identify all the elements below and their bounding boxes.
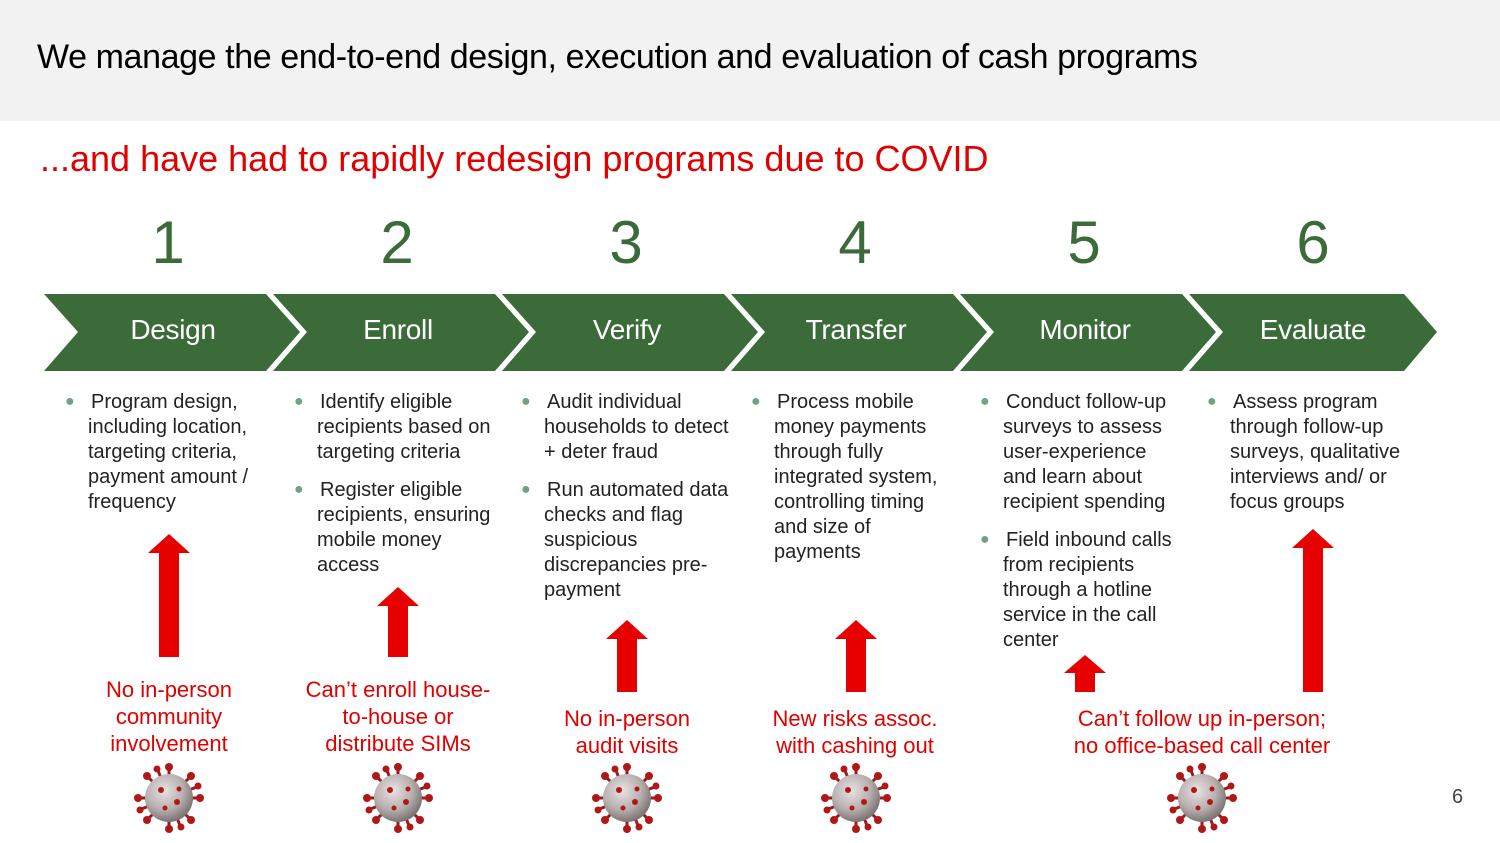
impact-transfer: New risks assoc. with cashing out: [772, 706, 938, 758]
impact-verify: No in-person audit visits: [564, 706, 690, 758]
bullet-dot-icon: ●: [521, 393, 531, 410]
virus-icon: [362, 762, 434, 834]
page-number: 6: [1452, 786, 1464, 808]
bullets-verify: ●Audit individual households to detect +…: [517, 390, 732, 616]
chevron-label-transfer: Transfer: [805, 314, 907, 345]
step-number-3: 3: [609, 209, 643, 276]
chevron-enroll: [273, 294, 529, 371]
arrow-up-icon: [377, 587, 419, 657]
chevron-label-enroll: Enroll: [363, 314, 433, 345]
impact-monitor-evaluate: Can’t follow up in-person; no office-bas…: [1073, 706, 1331, 758]
chevron-verify: [502, 294, 758, 371]
virus-icon: [820, 762, 892, 834]
chevron-design: [44, 294, 300, 371]
list-item: ●Identify eligible recipients based on t…: [294, 391, 491, 463]
virus-icon: [591, 762, 663, 834]
list-item: ●Process mobile money payments through f…: [751, 391, 938, 563]
arrow-up-icon: [1064, 655, 1106, 692]
chevron-transfer: [731, 294, 987, 371]
impact-design: No in-person community involvement: [106, 677, 232, 756]
arrow-up-icon: [1292, 529, 1334, 692]
bullets-transfer: ●Process mobile money payments through f…: [747, 390, 952, 578]
virus-icon: [133, 762, 205, 834]
step-number-2: 2: [380, 209, 414, 276]
chevron-label-design: Design: [130, 314, 216, 345]
step-number-5: 5: [1067, 209, 1101, 276]
step-number-6: 6: [1296, 209, 1330, 276]
chevron-evaluate: [1189, 294, 1437, 371]
chevron-label-verify: Verify: [592, 314, 662, 345]
slide-title: We manage the end-to-end design, executi…: [37, 38, 1198, 76]
chevron-monitor: [960, 294, 1216, 371]
chevron-label-monitor: Monitor: [1039, 314, 1131, 345]
list-item: ●Assess program through follow-up survey…: [1207, 391, 1401, 513]
list-item: ●Program design, including location, tar…: [65, 391, 249, 513]
bullets-design: ●Program design, including location, tar…: [61, 390, 271, 528]
step-number-4: 4: [838, 209, 872, 276]
bullets-enroll: ●Identify eligible recipients based on t…: [290, 390, 505, 591]
bullet-dot-icon: ●: [521, 481, 531, 498]
bullet-dot-icon: ●: [751, 393, 761, 410]
bullet-dot-icon: ●: [980, 531, 990, 548]
arrow-up-icon: [835, 620, 877, 692]
header-band: [0, 0, 1500, 121]
bullet-dot-icon: ●: [1207, 393, 1217, 410]
slide-subtitle: ...and have had to rapidly redesign prog…: [40, 138, 989, 179]
arrow-up-icon: [606, 620, 648, 692]
bullets-monitor: ●Conduct follow-up surveys to assess use…: [976, 390, 1181, 666]
chevron-label-evaluate: Evaluate: [1259, 314, 1367, 345]
bullet-dot-icon: ●: [294, 481, 304, 498]
impact-enroll: Can’t enroll house- to-house or distribu…: [305, 677, 491, 756]
bullet-dot-icon: ●: [65, 393, 75, 410]
list-item: ●Audit individual households to detect +…: [521, 391, 729, 463]
bullets-evaluate: ●Assess program through follow-up survey…: [1203, 390, 1408, 528]
list-item: ●Conduct follow-up surveys to assess use…: [980, 391, 1167, 513]
list-item: ●Register eligible recipients, ensuring …: [294, 479, 491, 576]
list-item: ●Run automated data checks and flag susp…: [521, 479, 729, 601]
virus-icon: [1166, 762, 1238, 834]
bullet-dot-icon: ●: [980, 393, 990, 410]
bullet-dot-icon: ●: [294, 393, 304, 410]
list-item: ●Field inbound calls from recipients thr…: [980, 529, 1172, 651]
arrow-up-icon: [148, 534, 190, 657]
step-number-1: 1: [151, 209, 185, 276]
